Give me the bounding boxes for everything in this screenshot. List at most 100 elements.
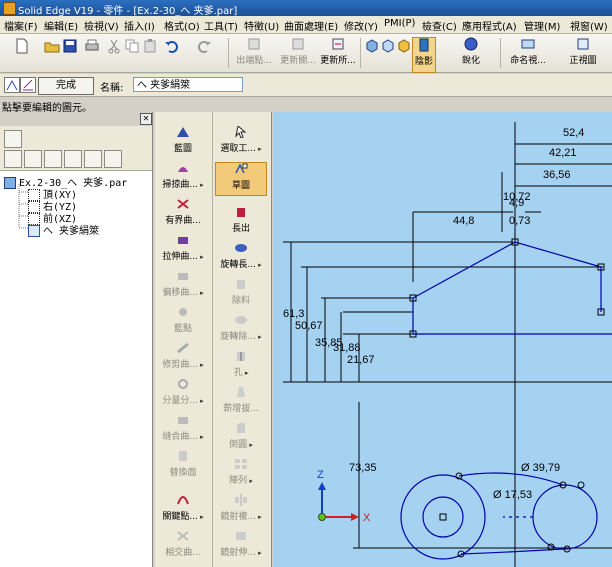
feature-label: 相交曲... (165, 548, 201, 558)
feature-extruded-surface[interactable]: 拉伸曲... ▸ (157, 234, 209, 268)
sketch-points[interactable] (409, 238, 605, 558)
tree-item-right-plane[interactable]: 右(YZ) (28, 198, 77, 213)
update-links-button[interactable]: 更新關... (280, 37, 316, 71)
pathfinder-tab-feature-icon[interactable] (4, 130, 22, 148)
dim-diameter-39-79[interactable]: Ø 39,79 (521, 462, 560, 474)
feature-protrusion[interactable]: 長出 (215, 206, 267, 240)
dim-10-72[interactable]: 10,72 (503, 191, 531, 203)
dim-73-35[interactable]: 73,35 (349, 462, 377, 474)
menu-format[interactable]: 格式(O) (164, 22, 200, 33)
sharpen-button[interactable]: 銳化 (458, 37, 484, 71)
dim-35-85[interactable]: 35,85 (315, 337, 343, 349)
save-icon[interactable] (62, 38, 78, 54)
open-folder-icon[interactable] (44, 38, 60, 54)
feature-trim-surface[interactable]: 修剪曲... ▸ (157, 342, 209, 376)
feature-revolved-protrusion[interactable]: 旋轉長... ▸ (215, 242, 267, 276)
tree-item-sketch[interactable]: へ 夹爹絹箂 (28, 222, 99, 237)
pathfinder-tab-grid-icon[interactable] (84, 150, 102, 168)
paste-icon[interactable] (142, 38, 158, 54)
dim-31-88[interactable]: 31,88 (333, 342, 361, 354)
named-view-button[interactable]: 命名視... (508, 37, 548, 71)
feature-keypoint-curve[interactable]: 關鍵點... ▸ (157, 494, 209, 528)
menu-file[interactable]: 檔案(F) (4, 22, 38, 33)
menu-window[interactable]: 視窗(W) (570, 22, 608, 33)
axis-x-label: X (363, 512, 371, 524)
export-endpoints-button[interactable]: 出端點... (234, 37, 274, 71)
feature-revolved-cutout[interactable]: 旋轉除... ▸ (215, 314, 267, 348)
dim-diameter-17-53[interactable]: Ø 17,53 (493, 489, 532, 501)
pathfinder-tab-sensor-icon[interactable] (104, 150, 122, 168)
feature-mirror-extend[interactable]: 鏡射伸... ▸ (215, 530, 267, 564)
dim-0-73[interactable]: 0,73 (509, 215, 530, 227)
pathfinder-tab-layers-icon[interactable] (24, 150, 42, 168)
ortho-view-button[interactable]: 正視圖 (566, 37, 600, 71)
feature-hole[interactable]: 孔 ▸ (215, 350, 267, 384)
feature-split-part[interactable]: 分量分... ▸ (157, 378, 209, 412)
name-input[interactable]: へ 夹爹絹箂 (133, 77, 243, 92)
tree-item-label: 前(XZ) (43, 214, 78, 225)
feature-round[interactable]: 倒圓 ▸ (215, 422, 267, 456)
view-wire-cube-icon[interactable] (380, 38, 396, 54)
new-file-icon[interactable] (14, 38, 30, 54)
menu-modify[interactable]: 修改(Y) (344, 22, 378, 33)
pathfinder-tab-parts-icon[interactable] (44, 150, 62, 168)
dim-44-8[interactable]: 44,8 (453, 215, 474, 227)
main-toolbar: 出端點... 更新關... 更新所... 陰影 銳化 命名視... 正視圖 (0, 34, 612, 73)
tree-lines (18, 184, 28, 229)
shade-button[interactable]: 陰影 (412, 37, 436, 73)
tree-item-front-plane[interactable]: 前(XZ) (28, 210, 77, 225)
menu-pmi[interactable]: PMI(P) (384, 18, 416, 29)
done-button[interactable]: 完成 (38, 77, 94, 95)
feature-swept-surface[interactable]: 掃掠曲... ▸ (157, 162, 209, 196)
profile-icon[interactable] (4, 77, 20, 93)
print-icon[interactable] (84, 38, 100, 54)
feature-intersect-curve[interactable]: 相交曲... (157, 530, 209, 564)
menu-edit[interactable]: 編輯(E) (44, 22, 79, 33)
feature-mirror-copy[interactable]: 鏡射複... ▸ (215, 494, 267, 528)
feature-blueprint[interactable]: 藍圖 (157, 126, 209, 160)
menu-view[interactable]: 檢視(V) (84, 22, 119, 33)
cut-icon[interactable] (106, 38, 122, 54)
close-icon[interactable]: ✕ (140, 113, 152, 125)
copy-icon[interactable] (124, 38, 140, 54)
feature-pattern[interactable]: 陣列 ▸ (215, 458, 267, 492)
dim-61-3[interactable]: 61,3 (283, 308, 304, 320)
dim-36-56[interactable]: 36,56 (543, 169, 571, 181)
pathfinder-tab-tree-icon[interactable] (4, 150, 22, 168)
update-all-button[interactable]: 更新所... (320, 37, 356, 71)
feature-stitch-surface[interactable]: 縫合曲... ▸ (157, 414, 209, 448)
tree-item-part[interactable]: Ex.2-30_へ 夹爹.par (4, 174, 127, 189)
solid-edge-app-icon[interactable] (3, 2, 16, 15)
menu-surfacing[interactable]: 曲面處理(E) (284, 22, 339, 33)
profile-geometry[interactable] (400, 241, 612, 560)
menu-features[interactable]: 特徵(U) (244, 22, 280, 33)
dim-50-67[interactable]: 50,67 (295, 320, 323, 332)
feature-select-tool[interactable]: 選取工... ▸ (215, 126, 267, 160)
feature-add-draft[interactable]: 薪增拔... (215, 386, 267, 420)
dim-52-4[interactable]: 52,4 (563, 127, 584, 139)
menu-insert[interactable]: 插入(I) (124, 22, 155, 33)
menu-tools[interactable]: 工具(T) (204, 22, 238, 33)
undo-icon[interactable] (164, 38, 180, 54)
feature-replace-face[interactable]: 替換面 (157, 450, 209, 484)
pathfinder-tab-stack-icon[interactable] (64, 150, 82, 168)
dim-21-67[interactable]: 21,67 (347, 354, 375, 366)
view-shaded-cube-icon[interactable] (396, 38, 412, 54)
feature-label: 藍點 (173, 324, 192, 334)
feature-bounded-surface[interactable]: 有界曲... (157, 198, 209, 232)
sketch-canvas[interactable]: 52,4 42,21 36,56 10,72 4,9 0,73 44,8 61,… (273, 112, 612, 567)
feature-offset-surface[interactable]: 偏移曲... ▸ (157, 270, 209, 304)
menu-applications[interactable]: 應用程式(A) (462, 22, 517, 33)
edit-sketch-icon[interactable] (20, 77, 36, 93)
menu-manage[interactable]: 管理(M) (524, 22, 561, 33)
dim-42-21[interactable]: 42,21 (549, 147, 577, 159)
menu-inspect[interactable]: 檢查(C) (422, 22, 457, 33)
tree-item-top-plane[interactable]: 頂(XY) (28, 186, 77, 201)
feature-blue-dot[interactable]: 藍點 (157, 306, 209, 340)
sketch-drawing[interactable]: 52,4 42,21 36,56 10,72 4,9 0,73 44,8 61,… (273, 112, 612, 567)
feature-cutout[interactable]: 除料 (215, 278, 267, 312)
feature-sketch[interactable]: 草圖 (215, 162, 267, 196)
view-iso-cube-icon[interactable] (364, 38, 380, 54)
redo-icon[interactable] (196, 38, 212, 54)
dim-4-9[interactable]: 4,9 (509, 197, 524, 209)
